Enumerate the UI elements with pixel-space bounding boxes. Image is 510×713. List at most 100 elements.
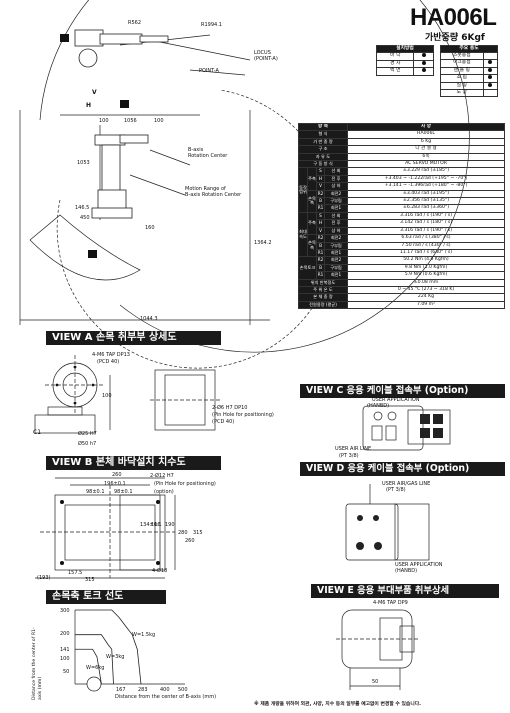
view-b-pin: 2-Ø12 H7 xyxy=(150,473,174,479)
view-b-dim-190: 190 xyxy=(165,522,175,528)
spec-item-label: 구 조 xyxy=(298,145,348,154)
torque-y-tick: 300 xyxy=(60,608,70,614)
view-a-h100: 100 xyxy=(102,393,112,399)
view-b-dim-98a: 98±0.1 xyxy=(86,489,105,495)
spec-item-label: 상 하 xyxy=(324,226,348,236)
inner-crescent xyxy=(29,214,141,281)
view-b-dim-98b: 98±0.1 xyxy=(114,489,133,495)
view-d-user-app: USER APPLICATION xyxy=(395,562,443,568)
spec-value: 7.09 m² xyxy=(347,300,505,310)
motion-range-label: Motion Range of B-axis Rotation Center xyxy=(185,186,242,198)
dim-1053: 1053 xyxy=(77,160,90,166)
inner-motion-arc xyxy=(56,89,338,369)
spec-value: ±3.229 rad (±185°) xyxy=(347,167,505,176)
spec-item-label: 자 유 도 xyxy=(298,152,348,162)
spec-item-label: 회전1 xyxy=(324,204,348,213)
torque-x-tick: 167 xyxy=(116,687,126,693)
view-b-option: (option) xyxy=(154,489,174,495)
spec-item-label: 가 반 중 량 xyxy=(298,137,348,147)
spec-value: ±0.08 mm xyxy=(347,278,505,287)
torque-x-tick: 283 xyxy=(138,687,148,693)
spec-item-label: 회전2 xyxy=(324,256,348,265)
torque-curve-label: W=3kg xyxy=(106,654,125,660)
view-c-user-app: USER APPLICATION xyxy=(372,397,420,403)
spec-subgroup-label: 손목축 xyxy=(307,234,317,258)
view-c-header: VIEW C 응용 케이블 접속부 (Option) xyxy=(300,384,505,398)
view-b-drawing xyxy=(35,477,176,579)
torque-y-tick: 100 xyxy=(60,656,70,662)
spec-value: 50.2 Nm (4.0 Kgfm) xyxy=(347,256,505,265)
model-title: HA006L xyxy=(410,4,497,31)
view-b-dim-280: 280 xyxy=(178,530,188,536)
view-b-pin-note: (Pin Hole for positioning) xyxy=(154,481,216,487)
spec-axis-label: H xyxy=(316,174,325,184)
spec-axis-label: R2 xyxy=(316,256,325,265)
spec-value: 224 Kg xyxy=(347,293,505,302)
view-a-pcd2: (PCD 40) xyxy=(212,419,235,425)
spec-item-label: 회전1 xyxy=(324,271,348,280)
point-a-label: POINT-A xyxy=(199,68,219,74)
spec-row: 위치 반복정도±0.08 mm xyxy=(298,278,505,287)
spec-group-label: 손목토크 xyxy=(298,256,317,280)
spec-axis-label: B xyxy=(316,241,325,250)
spec-value: ±3.403 rad (±195°) xyxy=(347,189,505,199)
dim-r562: R562 xyxy=(128,20,142,26)
spec-axis-label: B xyxy=(316,197,325,206)
torque-y-tick: 50 xyxy=(63,669,70,675)
view-d-header: VIEW D 응용 케이블 접속부 (Option) xyxy=(300,462,505,476)
spec-value: HA006L xyxy=(347,130,505,139)
view-b-dim-315b: 315 xyxy=(85,577,95,583)
dim-450: 450 xyxy=(80,215,90,221)
spec-axis-label: S xyxy=(316,167,325,176)
spec-value: 3.316 rad / s (190° / s) xyxy=(347,226,505,236)
view-d-drawing xyxy=(345,484,430,561)
dim-r1994: R1994.1 xyxy=(201,22,222,28)
dim-1056: 1056 xyxy=(124,118,137,124)
spec-group-label: 최대속도 xyxy=(298,211,308,258)
spec-axis-label: R2 xyxy=(316,189,325,199)
spec-item-label: 구부림 xyxy=(324,241,348,250)
view-a-drawing xyxy=(34,355,220,434)
view-b-header: VIEW B 본체 바닥설치 치수도 xyxy=(46,456,221,470)
spec-value: 3.316 rad / s (190° / s) xyxy=(347,211,505,221)
torque-x-tick: 400 xyxy=(160,687,170,693)
mark-icon xyxy=(413,67,434,76)
torque-y-label: Distance from the center of R1-axis (mm) xyxy=(32,627,43,700)
view-a-tap: 4-M6 TAP DP13 xyxy=(92,352,130,358)
torque-curve-label: W=6kg xyxy=(86,665,105,671)
view-b-dim-193: (193) xyxy=(37,575,51,581)
b-axis-center-label: B-axis Rotation Center xyxy=(188,147,228,159)
spec-axis-label: R2 xyxy=(316,234,325,243)
spec-value: 9.8 Nm (1.0 Kgfm) xyxy=(347,263,505,273)
spec-value: +3.141 ~ -1.396rad (+180° ~ -80°) xyxy=(347,182,505,191)
spec-axis-label: B xyxy=(316,263,325,273)
view-b-dim-196: 196±0.1 xyxy=(104,481,126,487)
spec-axis-label: V xyxy=(316,182,325,191)
view-c-pt: (PT 3/8) xyxy=(339,453,359,459)
view-c-air: USER AIR LINE xyxy=(335,446,372,452)
spec-item-label: 위치 반복정도 xyxy=(298,278,348,287)
spec-item-label: 선 회 xyxy=(324,167,348,176)
spec-value: 다 관 절 형 xyxy=(347,145,505,154)
view-b-dim-134: 134±0.1 xyxy=(140,522,162,528)
view-a-pin-note: (Pin Hole for positioning) xyxy=(212,412,274,418)
install-row-label: 벽 면 xyxy=(375,67,415,76)
payload-subtitle: 가반중량 6Kgf xyxy=(425,33,485,43)
dim-160: 160 xyxy=(145,225,155,231)
axis-c-label: C xyxy=(122,102,127,109)
view-a-header: VIEW A 손목 취부부 상세도 xyxy=(46,331,221,345)
